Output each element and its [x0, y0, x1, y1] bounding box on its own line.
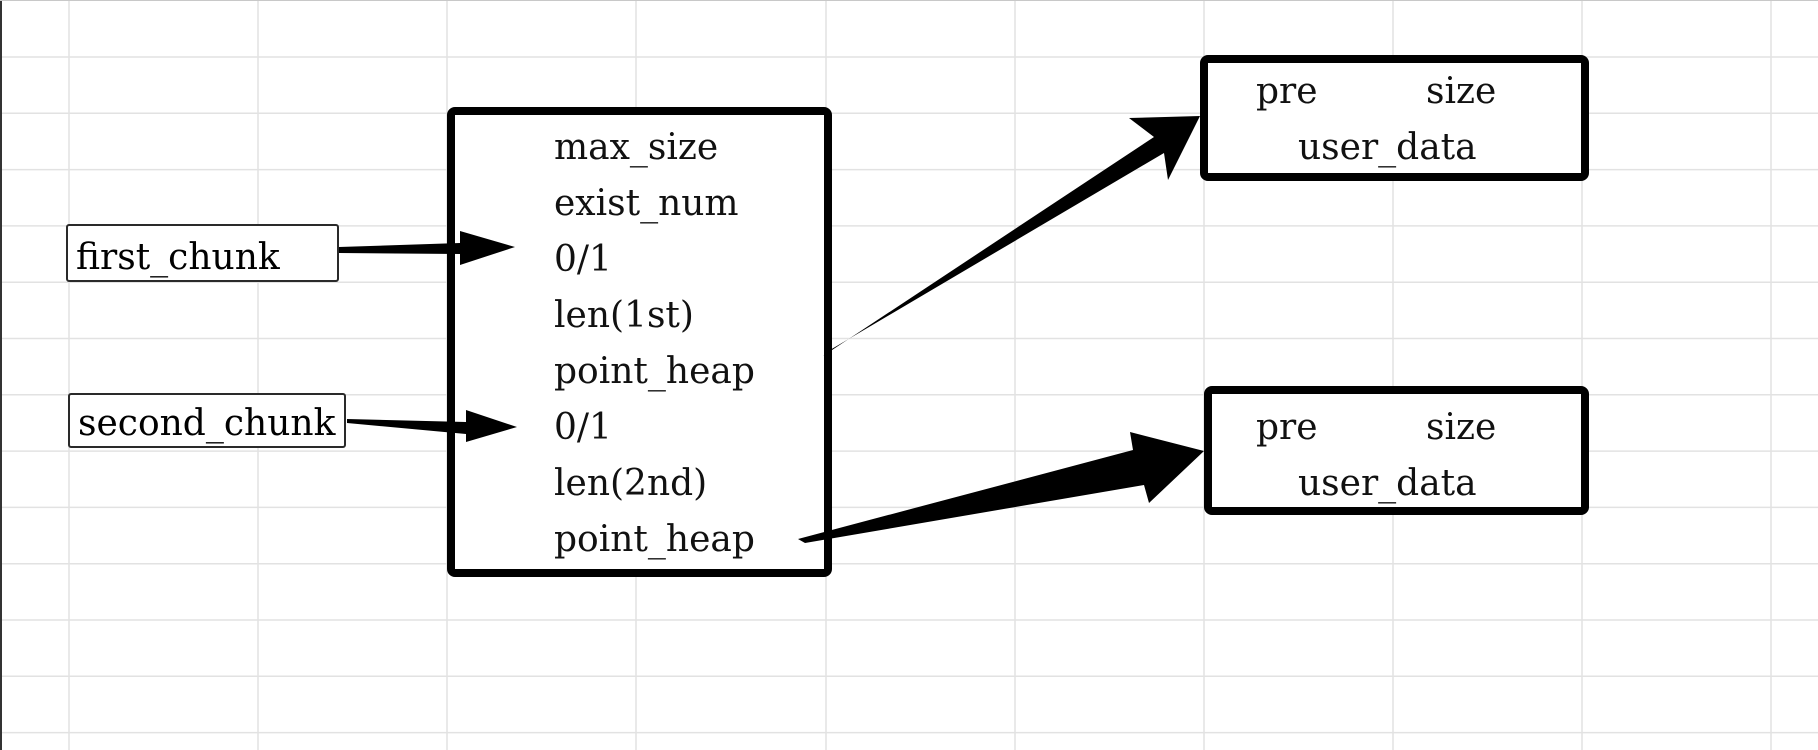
chunk-1-size: size — [1426, 71, 1497, 112]
chunk-1-user-data: user_data — [1298, 127, 1477, 168]
arrow-point-heap-2 — [798, 432, 1204, 543]
chunk-2-size: size — [1426, 407, 1497, 448]
field-point-heap-2: point_heap — [554, 519, 755, 560]
field-first-flag: 0/1 — [554, 239, 612, 280]
chunk-1-pre: pre — [1256, 71, 1318, 112]
field-exist-num: exist_num — [554, 183, 739, 224]
field-point-heap-1: point_heap — [554, 351, 755, 392]
sheet-left-border — [0, 0, 2, 750]
sheet-top-border — [0, 0, 1818, 1]
field-max-size: max_size — [554, 127, 719, 168]
field-len-1st: len(1st) — [554, 295, 694, 336]
heap-chunk-box-1 — [1200, 55, 1589, 181]
field-second-flag: 0/1 — [554, 407, 612, 448]
second-chunk-text: second_chunk — [78, 403, 336, 444]
field-len-2nd: len(2nd) — [554, 463, 708, 504]
arrow-point-heap-1 — [823, 116, 1200, 356]
second-chunk-label: second_chunk — [68, 393, 346, 448]
struct-box — [447, 107, 832, 577]
arrow-first-chunk — [339, 231, 515, 265]
first-chunk-text: first_chunk — [76, 237, 280, 278]
heap-chunk-box-2 — [1204, 386, 1589, 515]
chunk-2-pre: pre — [1256, 407, 1318, 448]
arrow-second-chunk — [347, 410, 517, 442]
chunk-2-user-data: user_data — [1298, 463, 1477, 504]
first-chunk-label: first_chunk — [66, 224, 339, 282]
